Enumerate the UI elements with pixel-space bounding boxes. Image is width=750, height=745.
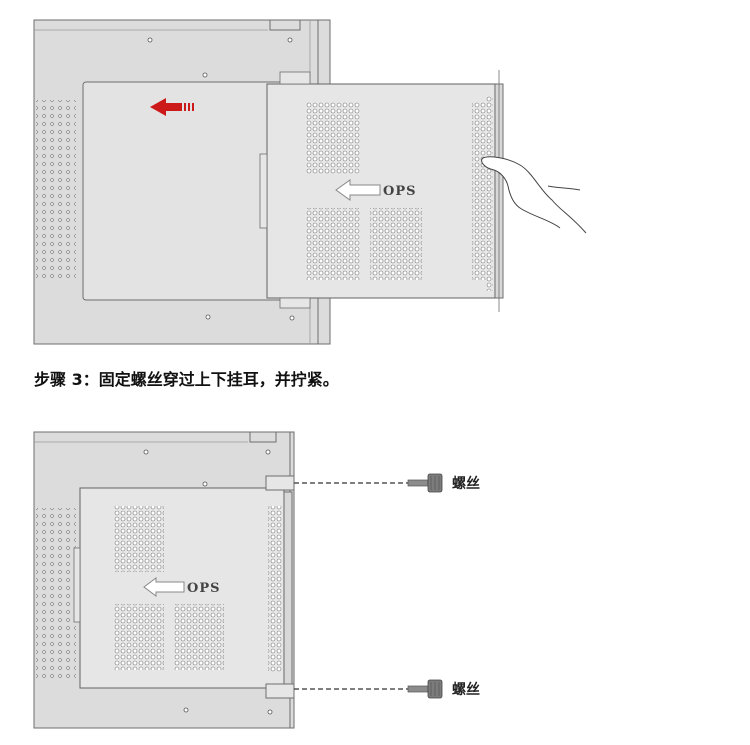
hand-icon <box>481 156 587 234</box>
bottom-hanging-ear <box>265 683 295 699</box>
top-illustration: OPS <box>33 19 587 345</box>
left-vent <box>36 100 76 280</box>
bottom-illustration: OPS 螺丝 螺丝 <box>33 431 480 729</box>
body-screws-bottom <box>143 449 273 715</box>
white-arrow-left-icon-bottom <box>143 577 185 597</box>
screw-label-top: 螺丝 <box>452 475 480 492</box>
ops-vent-bottom-right <box>370 208 422 280</box>
ops-label-top: OPS <box>383 184 417 199</box>
screw-icon-bottom <box>407 679 443 699</box>
screw-icon <box>407 473 443 493</box>
ops-label-bottom: OPS <box>187 581 221 596</box>
ops-vent-bottom-left <box>306 208 360 280</box>
top-hanging-ear <box>265 475 295 491</box>
ops-slot-cover <box>82 81 284 301</box>
body-screws <box>147 37 295 321</box>
ops-module-installed: OPS <box>73 487 293 689</box>
ops-module: OPS <box>259 70 504 312</box>
white-arrow-left-icon <box>335 179 381 201</box>
red-arrow-left-icon <box>150 98 194 116</box>
screw-label-bottom: 螺丝 <box>452 681 480 698</box>
left-vent-bottom <box>36 508 76 678</box>
ops-vent-side <box>472 102 486 280</box>
step-instruction: 步骤 3：固定螺丝穿过上下挂耳，并拧紧。 <box>34 370 339 389</box>
ops-vent-top <box>306 102 360 174</box>
